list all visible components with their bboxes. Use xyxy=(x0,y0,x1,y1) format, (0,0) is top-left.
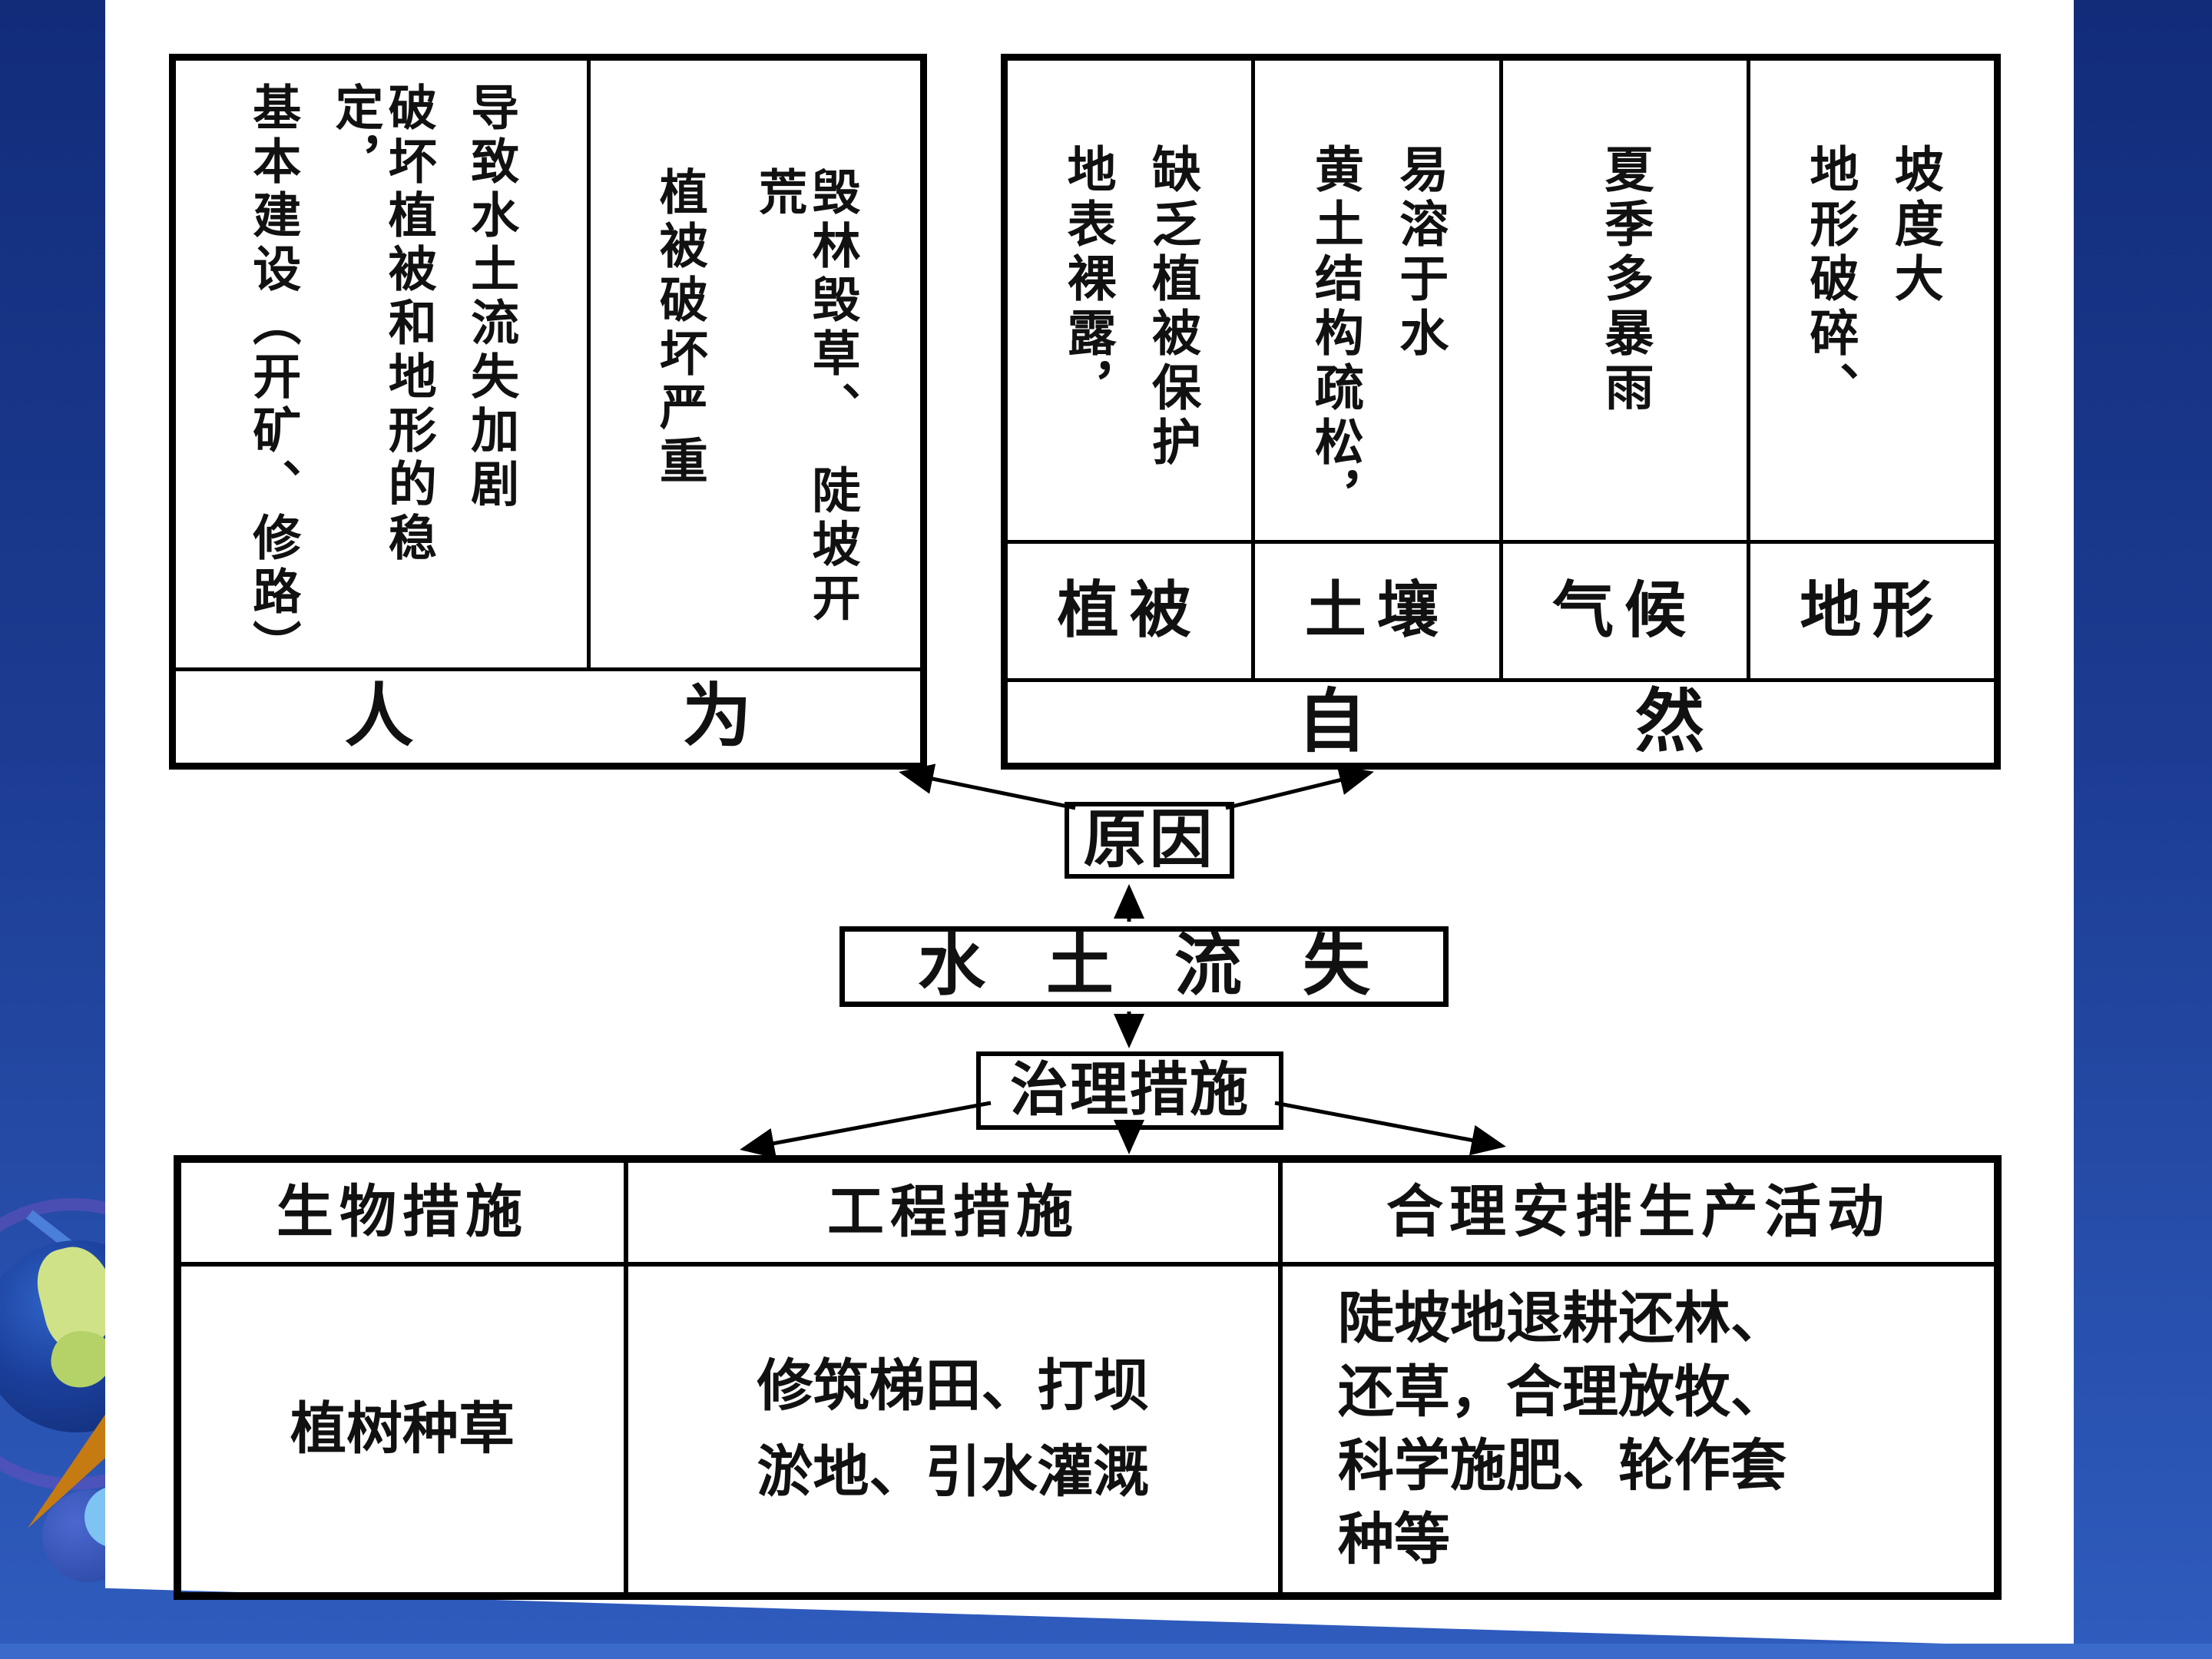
human-causes-body: 基本建设（开矿、修路） 破坏植被和地形的稳定， 导致水土流失加剧 植被破坏严重 … xyxy=(176,61,920,674)
vertical-text-line: 地表裸露， xyxy=(1060,144,1115,416)
production-measures-cell: 陡坡地退耕还林、 还草，合理放牧、 科学施肥、轮作套 种等 xyxy=(1283,1267,1994,1592)
human-effect-cell: 植被破坏严重 毁林毁草、 陡坡开荒 xyxy=(591,61,920,667)
vertical-text-line: 植被破坏严重 xyxy=(652,167,707,489)
text-line: 陡坡地退耕还林、 xyxy=(1338,1287,1786,1349)
header-biological: 生物措施 xyxy=(181,1163,628,1262)
soil-cell: 黄土结构疏松， 易溶于水 xyxy=(1255,61,1503,540)
globe-icon xyxy=(0,1240,105,1432)
label-char: 人 xyxy=(344,678,414,755)
terrain-cell: 地形破碎、 坡度大 xyxy=(1750,61,1994,540)
label-char: 土 xyxy=(1045,929,1114,1004)
text-line: 还草，合理放牧、 xyxy=(1338,1361,1786,1423)
text-line: 修筑梯田、打坝 xyxy=(757,1355,1150,1417)
vertical-text-line: 破坏植被和地形的稳定， xyxy=(328,82,435,566)
natural-row-label: 自 然 xyxy=(1008,682,1994,763)
header-engineering: 工程措施 xyxy=(628,1163,1283,1262)
vertical-text-line: 地形破碎、 xyxy=(1803,144,1858,416)
label-char: 自 xyxy=(1297,684,1366,760)
measures-box: 治理措施 xyxy=(976,1051,1283,1130)
human-causes-table: 基本建设（开矿、修路） 破坏植被和地形的稳定， 导致水土流失加剧 植被破坏严重 … xyxy=(169,54,927,770)
vertical-text-line: 易溶于水 xyxy=(1392,144,1448,362)
category-vegetation: 植被 xyxy=(1008,544,1256,678)
vertical-text-line: 毁林毁草、 陡坡开荒 xyxy=(752,167,859,627)
engineering-measures-cell: 修筑梯田、打坝 淤地、引水灌溉 xyxy=(628,1267,1283,1592)
biological-measures-cell: 植树种草 xyxy=(181,1267,628,1592)
vertical-text-line: 夏季多暴雨 xyxy=(1598,144,1653,416)
measures-header-row: 生物措施 工程措施 合理安排生产活动 xyxy=(181,1163,1994,1267)
vegetation-cell: 地表裸露， 缺乏植被保护 xyxy=(1008,61,1256,540)
measures-body-row: 植树种草 修筑梯田、打坝 淤地、引水灌溉 陡坡地退耕还林、 还草，合理放牧、 科… xyxy=(181,1267,1994,1592)
text-line: 种等 xyxy=(1338,1508,1450,1571)
natural-causes-table: 地表裸露， 缺乏植被保护 黄土结构疏松， 易溶于水 夏季多暴雨 地形破碎、 坡度… xyxy=(1001,54,2001,770)
text-line: 科学施肥、轮作套 xyxy=(1338,1435,1786,1497)
label-char: 然 xyxy=(1635,684,1704,760)
globe-decoration xyxy=(0,0,105,1659)
category-soil: 土壤 xyxy=(1255,544,1503,678)
category-terrain: 地形 xyxy=(1800,577,1945,645)
vertical-text-line: 缺乏植被保护 xyxy=(1145,144,1200,471)
vertical-text-line: 导致水土流失加剧 xyxy=(464,82,518,512)
measures-table: 生物措施 工程措施 合理安排生产活动 植树种草 修筑梯田、打坝 淤地、引水灌溉 … xyxy=(174,1155,2002,1600)
vertical-text-line: 坡度大 xyxy=(1887,144,1942,307)
climate-cell: 夏季多暴雨 xyxy=(1503,61,1750,540)
natural-category-row: 植被 土壤 气候 地形 xyxy=(1008,544,1994,682)
text-line: 淤地、引水灌溉 xyxy=(757,1441,1150,1503)
soil-erosion-box: 水 土 流 失 xyxy=(839,926,1449,1007)
category-climate: 气候 xyxy=(1503,544,1750,678)
natural-causes-body: 地表裸露， 缺乏植被保护 黄土结构疏松， 易溶于水 夏季多暴雨 地形破碎、 坡度… xyxy=(1008,61,1994,544)
human-row-label: 人 为 xyxy=(176,671,920,763)
cause-box: 原因 xyxy=(1065,802,1234,879)
label-char: 失 xyxy=(1302,929,1370,1004)
vertical-text-line: 基本建设（开矿、修路） xyxy=(246,82,300,674)
vertical-text-line: 黄土结构疏松， xyxy=(1307,144,1363,525)
label-char: 流 xyxy=(1174,929,1242,1004)
label-char: 水 xyxy=(918,929,986,1004)
label-char: 为 xyxy=(682,678,752,755)
human-cause-cell: 基本建设（开矿、修路） 破坏植被和地形的稳定， 导致水土流失加剧 xyxy=(176,61,591,674)
text-line: 植树种草 xyxy=(290,1398,515,1460)
bottom-strip xyxy=(0,1644,2212,1659)
header-production: 合理安排生产活动 xyxy=(1386,1181,1890,1244)
